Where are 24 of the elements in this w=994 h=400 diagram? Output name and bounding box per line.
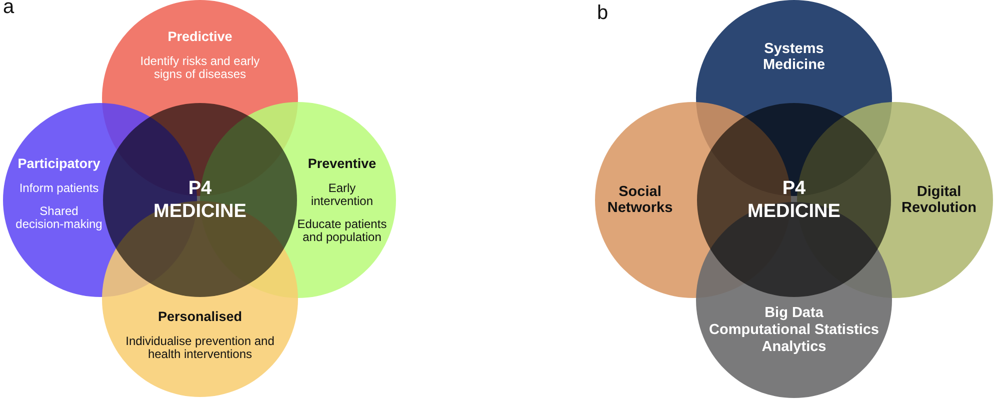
circle-heading: Participatory	[18, 156, 100, 172]
circle-text: Early intervention	[310, 182, 374, 208]
venn-circle	[697, 103, 891, 297]
panel-label: a	[3, 0, 14, 17]
circle-heading: Systems Medicine	[762, 41, 826, 73]
circle-heading: Analytics	[762, 339, 826, 355]
center-title: P4 MEDICINE	[152, 177, 248, 223]
circle-heading: Digital Revolution	[900, 184, 978, 216]
venn-circle	[696, 202, 892, 398]
circle-text: Educate patients and population	[296, 218, 388, 244]
circle-heading: Personalised	[158, 309, 242, 325]
venn-circle	[103, 103, 297, 297]
circle-text: Inform patients	[19, 182, 99, 195]
circle-text: Shared decision-making	[14, 205, 104, 231]
venn-circle	[102, 201, 298, 397]
circle-text: Identify risks and early signs of diseases	[139, 55, 261, 81]
circle-text: Individualise prevention and health interventions	[124, 335, 276, 361]
center-title: P4 MEDICINE	[746, 177, 842, 223]
panel-label: b	[597, 3, 608, 23]
circle-heading: Predictive	[168, 29, 232, 45]
circle-heading: Computational Statistics	[709, 322, 879, 338]
circle-heading: Preventive	[308, 156, 376, 172]
circle-heading: Social Networks	[606, 184, 674, 216]
circle-heading: Big Data	[764, 305, 824, 321]
